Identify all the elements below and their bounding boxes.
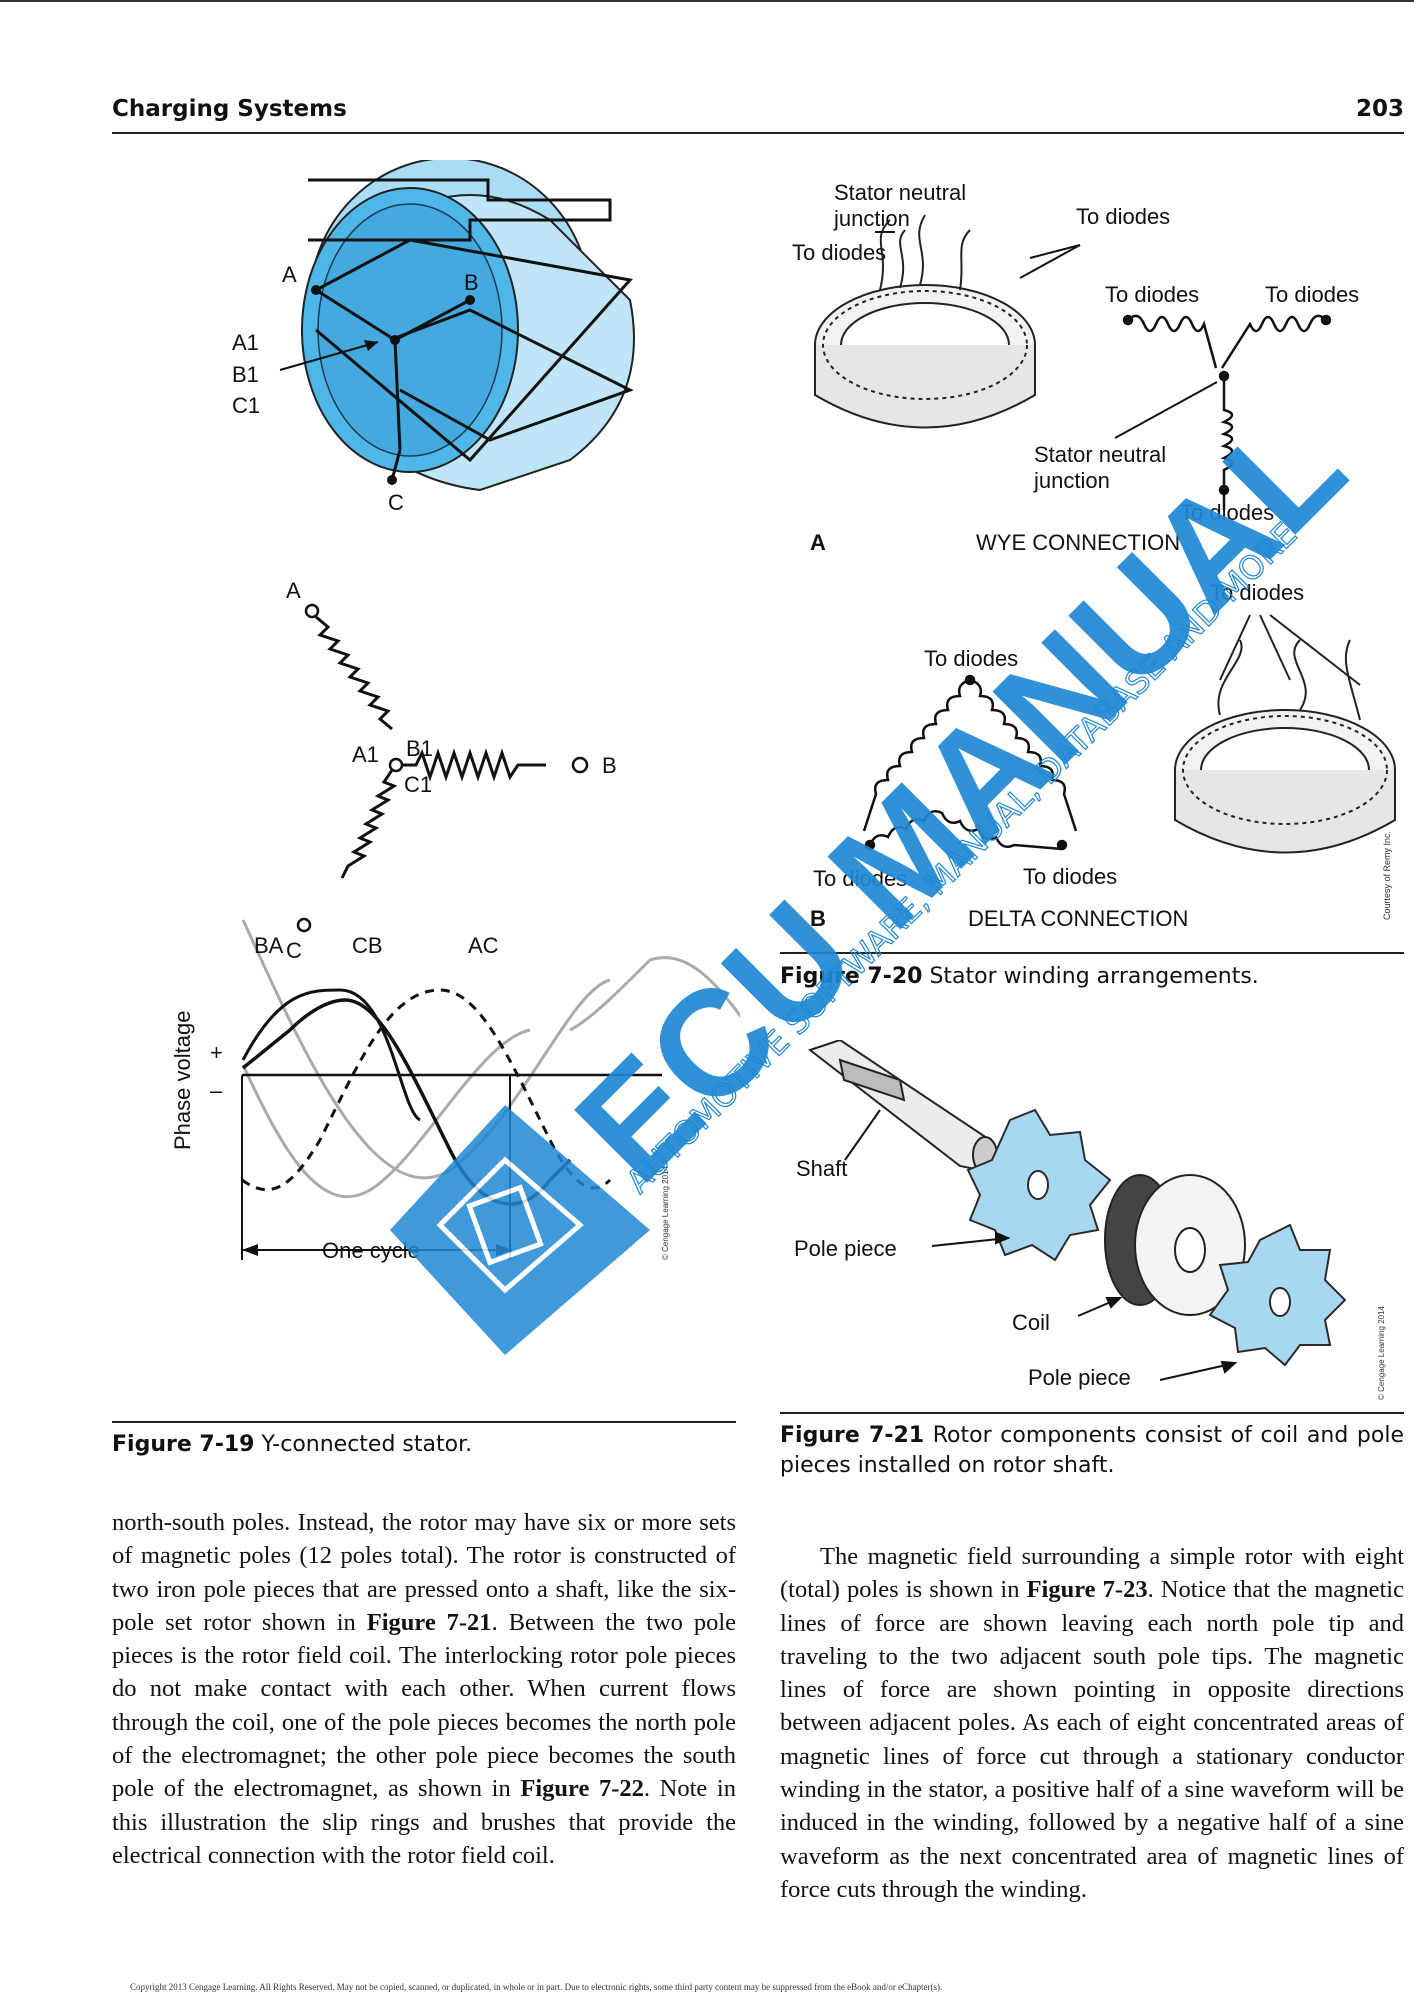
schematic-label-a1: A1 <box>352 742 379 767</box>
shaft-label: Shaft <box>796 1156 847 1181</box>
wye-connection-title: WYE CONNECTION <box>976 530 1180 555</box>
delta-to-diodes-2: To diodes <box>924 646 1018 671</box>
wye-stator-neutral-junction-2-line1: Stator neutral <box>1034 442 1166 467</box>
right-column-paragraph: The magnetic field surrounding a simple … <box>780 1540 1404 1906</box>
figure-7-20-illustration: Stator neutral junction To diodes To dio… <box>792 180 1396 931</box>
wye-stator-drawing <box>814 214 1036 429</box>
figure-7-20-credit: Courtesy of Remy Inc. <box>1382 831 1392 920</box>
figure-7-19-credit: © Cengage Learning 2014 <box>661 1165 670 1260</box>
wye-to-diodes-2: To diodes <box>1076 204 1170 229</box>
figure-7-21: Shaft Pole piece Coil Pole piece © Cenga… <box>780 1040 1404 1410</box>
delta-connection-title: DELTA CONNECTION <box>968 906 1188 931</box>
wye-schematic-drawing <box>296 603 589 933</box>
figure-7-21-caption-number: Figure 7-21 <box>780 1423 925 1448</box>
figure-ref-7-21: Figure 7-21 <box>366 1608 492 1636</box>
pole-piece-rear-drawing <box>1208 1223 1347 1367</box>
right-text-part-1: The magnetic field surrounding a simple … <box>780 1543 1404 1604</box>
rotor-shaft-drawing <box>807 1040 998 1174</box>
wave-label-cb: CB <box>352 933 383 958</box>
delta-to-diodes-1: To diodes <box>1210 580 1304 605</box>
phase-voltage-graph <box>241 919 740 1260</box>
stator-label-b: B <box>464 270 479 295</box>
schematic-label-c: C <box>286 938 302 963</box>
figure-7-19-caption-number: Figure 7-19 <box>112 1432 255 1457</box>
wye-stator-neutral-junction-1: Stator neutral junction <box>833 180 972 231</box>
coil-label: Coil <box>1012 1310 1050 1335</box>
schematic-label-b1: B1 <box>406 736 433 761</box>
y-axis-label: Phase voltage <box>170 1011 195 1150</box>
figure-7-19: A B A1 B1 C1 C A A1 B1 C1 B C <box>150 160 740 1410</box>
copyright-footer: Copyright 2013 Cengage Learning. All Rig… <box>130 1982 943 1992</box>
wye-schematic <box>875 231 1332 510</box>
delta-to-diodes-3: To diodes <box>813 866 907 891</box>
plus-sign: + <box>210 1040 223 1065</box>
stator-label-a: A <box>282 262 297 287</box>
figure-7-19-rule <box>112 1421 736 1423</box>
stator-cylinder-drawing <box>279 160 635 492</box>
wye-stator-neutral-junction-2-line2: junction <box>1033 468 1110 493</box>
figure-7-20-rule <box>780 952 1404 954</box>
page-number: 203 <box>1355 96 1404 122</box>
right-text-part-2: . Notice that the magnetic lines of forc… <box>780 1576 1404 1903</box>
delta-to-diodes-4: To diodes <box>1023 864 1117 889</box>
wye-to-diodes-5: To diodes <box>1180 500 1274 525</box>
wave-label-ba: BA <box>254 933 284 958</box>
leader-lines <box>844 1109 1238 1381</box>
wye-panel-letter: A <box>810 530 826 555</box>
figure-7-20-caption-number: Figure 7-20 <box>780 964 923 989</box>
wye-to-diodes-3: To diodes <box>1105 282 1199 307</box>
figure-ref-7-22: Figure 7-22 <box>520 1775 644 1803</box>
figure-7-21-illustration: Shaft Pole piece Coil Pole piece © Cenga… <box>794 1040 1386 1400</box>
figure-7-20-caption: Figure 7-20 Stator winding arrangements. <box>780 962 1404 992</box>
delta-panel-letter: B <box>810 906 826 931</box>
schematic-label-a: A <box>286 578 301 603</box>
figure-7-21-credit: © Cengage Learning 2014 <box>1377 1305 1386 1400</box>
left-column-text: north-south poles. Instead, the rotor ma… <box>112 1506 736 1872</box>
stator-label-c: C <box>388 490 404 515</box>
left-text-part-3: . Note in this illustration the slip rin… <box>112 1775 736 1869</box>
pole-piece-label-1: Pole piece <box>794 1236 897 1261</box>
figure-ref-7-23: Figure 7-23 <box>1026 1576 1148 1604</box>
wye-to-diodes-1: To diodes <box>792 240 886 265</box>
left-text-part-2: . Between the two pole pieces is the rot… <box>112 1608 737 1803</box>
wye-stator-neutral-junction-1-line2: junction <box>833 206 910 231</box>
page-top-border <box>0 0 1414 2</box>
minus-sign: – <box>210 1078 223 1103</box>
figure-7-19-caption-text: Y-connected stator. <box>254 1432 473 1457</box>
chapter-title: Charging Systems <box>112 96 347 122</box>
stator-label-a1: A1 <box>232 330 259 355</box>
wye-stator-neutral-junction-1-text: Stator neutral <box>834 180 966 205</box>
running-head: Charging Systems 203 <box>112 92 1404 134</box>
pole-piece-front-drawing <box>966 1108 1112 1262</box>
wave-label-ac: AC <box>468 933 499 958</box>
rotor-coil-drawing <box>1104 1174 1246 1316</box>
delta-schematic <box>862 674 1078 851</box>
right-column-text: The magnetic field surrounding a simple … <box>780 1540 1404 1906</box>
figure-7-21-caption-text: Rotor components consist of coil and pol… <box>780 1423 1404 1478</box>
figure-7-19-illustration: A B A1 B1 C1 C A A1 B1 C1 B C <box>170 160 740 1263</box>
stator-label-b1: B1 <box>232 362 259 387</box>
left-column-paragraph: north-south poles. Instead, the rotor ma… <box>112 1506 736 1872</box>
stator-label-c1: C1 <box>232 393 260 418</box>
figure-7-21-caption: Figure 7-21 Rotor components consist of … <box>780 1421 1404 1481</box>
schematic-label-b: B <box>602 753 617 778</box>
figure-7-21-rule <box>780 1412 1404 1414</box>
figure-7-20-caption-text: Stator winding arrangements. <box>922 964 1259 989</box>
delta-stator-drawing <box>1174 614 1396 854</box>
schematic-label-c1: C1 <box>404 772 432 797</box>
figure-7-19-caption: Figure 7-19 Y-connected stator. <box>112 1430 736 1460</box>
wye-to-diodes-4: To diodes <box>1265 282 1359 307</box>
one-cycle-label: One cycle <box>322 1238 420 1263</box>
figure-7-20: Stator neutral junction To diodes To dio… <box>780 160 1404 950</box>
left-text-part-1: north-south poles. Instead, the rotor ma… <box>112 1509 736 1636</box>
pole-piece-label-2: Pole piece <box>1028 1365 1131 1390</box>
